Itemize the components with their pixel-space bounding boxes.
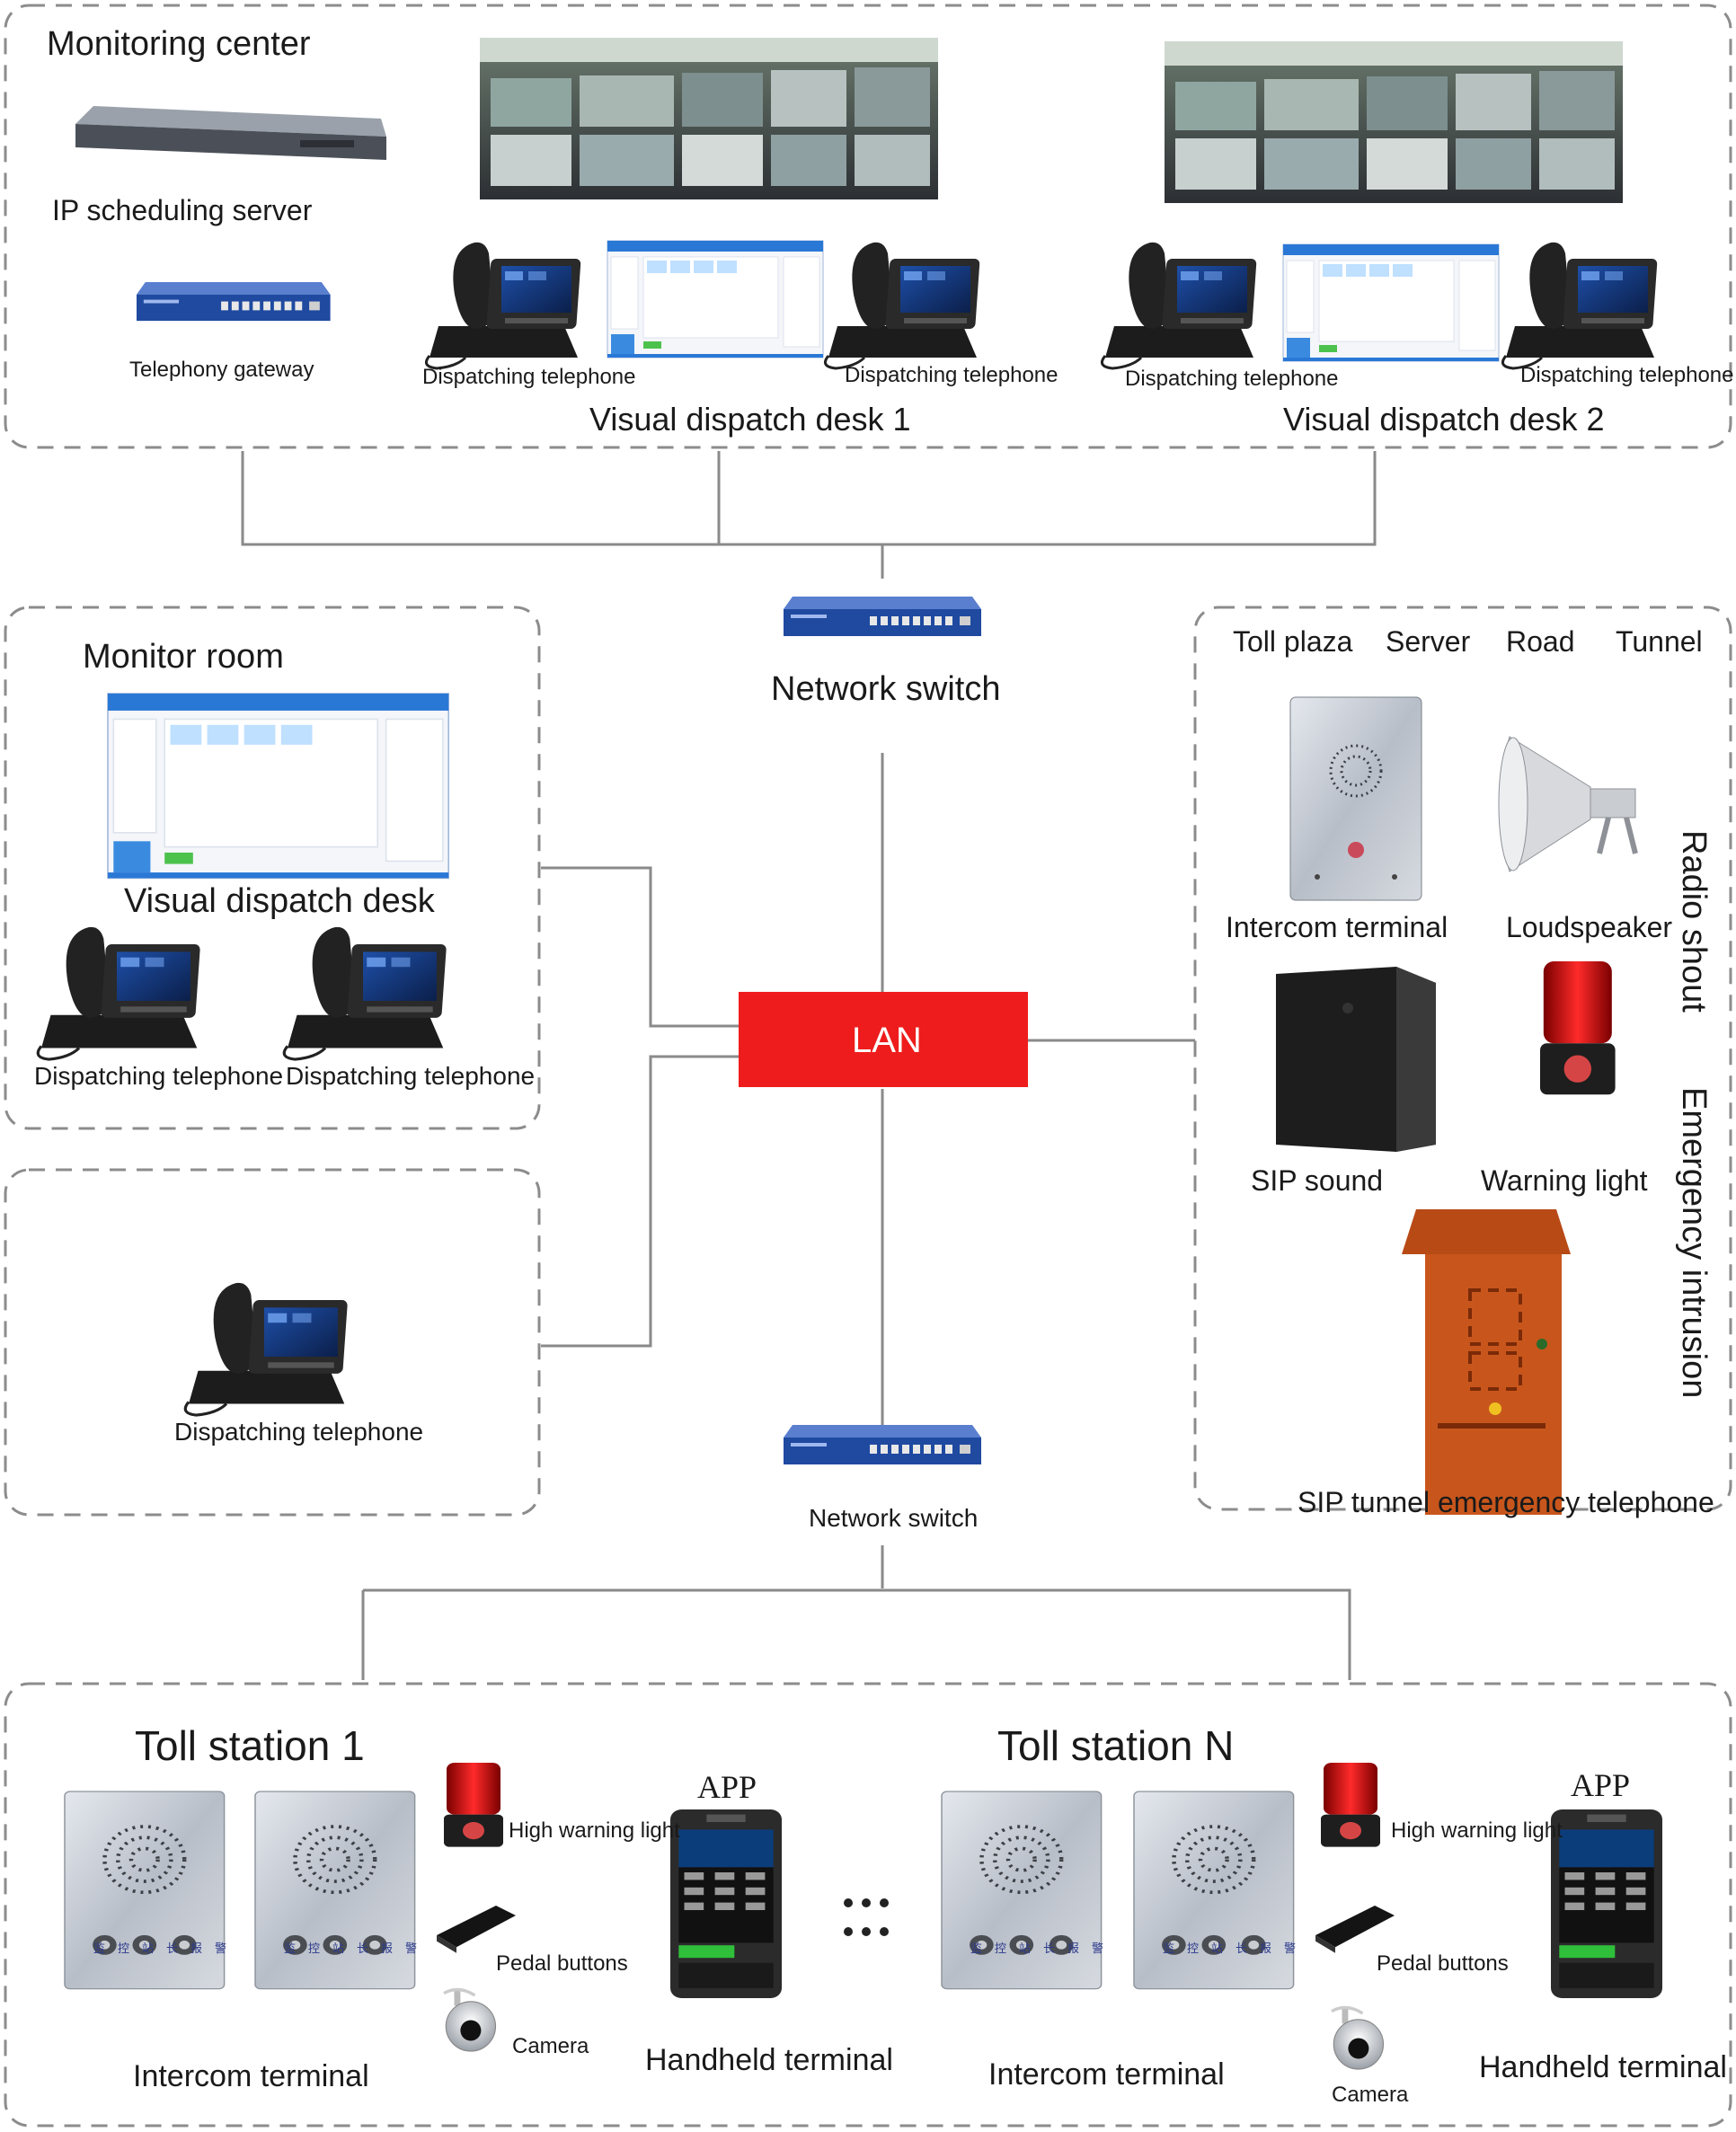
loudspeaker-label: Loudspeaker: [1506, 911, 1673, 943]
location-road: Road: [1506, 625, 1575, 658]
toll1-handheld-icon: [670, 1809, 782, 1998]
desk1-phone-right: [823, 241, 982, 370]
button-caption: 报警: [381, 1942, 430, 1955]
standalone-phone-label: Dispatching telephone: [174, 1418, 424, 1446]
telephony-gateway: [137, 282, 331, 322]
tolln-camera-label: Camera: [1332, 2083, 1409, 2107]
location-tunnel: Tunnel: [1616, 625, 1703, 658]
desk1-title: Visual dispatch desk 1: [589, 401, 911, 438]
tolln-intercom-1: [942, 1791, 1102, 1989]
toll-station-n-title: Toll station N: [997, 1722, 1235, 1769]
toll1-intercom-1-buttons: 监控站长报警: [93, 1939, 239, 1956]
telephony-gateway-label: Telephony gateway: [129, 358, 314, 382]
toll1-camera-label: Camera: [512, 2034, 589, 2058]
lan-label: LAN: [852, 1021, 922, 1060]
button-caption: 站长: [142, 1942, 191, 1955]
desk1-phone-left: [424, 241, 583, 370]
monitor-room-phone-1-label: Dispatching telephone: [34, 1062, 284, 1090]
toll1-intercom-label: Intercom terminal: [133, 2059, 369, 2093]
network-switch-bottom-label: Network switch: [809, 1504, 979, 1532]
monitor-room-phone-1: [36, 925, 202, 1061]
button-caption: 站长: [1019, 1942, 1068, 1955]
button-caption: 监控: [1163, 1942, 1212, 1955]
standalone-phone-icon: [183, 1281, 350, 1417]
toll1-app-label: APP: [697, 1769, 757, 1805]
standalone-phone-box: [4, 1168, 541, 1517]
lan-node: [739, 992, 1028, 1087]
location-server: Server: [1386, 625, 1471, 658]
toll-stations-box: [4, 1682, 1732, 2128]
desk2-screen: [1282, 243, 1500, 362]
warning-light-label: Warning light: [1481, 1164, 1648, 1197]
toll1-intercom-2: [255, 1791, 415, 1989]
desk1-screen: [607, 240, 824, 358]
side-label-emergency-intrusion: Emergency intrusion: [1675, 1087, 1713, 1399]
monitoring-center-box: [4, 4, 1732, 449]
monitor-room-desk-screen: [107, 693, 449, 880]
monitor-room-desk-label: Visual dispatch desk: [124, 882, 435, 920]
monitor-room-title: Monitor room: [83, 638, 284, 676]
video-wall-2: [1165, 41, 1623, 203]
field-devices-box: [1193, 606, 1732, 1511]
intercom-terminal-label: Intercom terminal: [1226, 911, 1448, 943]
network-switch-bottom-icon: [784, 1425, 981, 1464]
tolln-pedal-icon: [1315, 1906, 1395, 1953]
button-caption: 报警: [1067, 1942, 1117, 1955]
toll1-intercom-1: [65, 1791, 225, 1989]
tolln-intercom-label: Intercom terminal: [988, 2057, 1225, 2092]
toll-station-1-title: Toll station 1: [135, 1722, 365, 1769]
desk1-phone-right-label: Dispatching telephone: [845, 363, 1058, 387]
button-caption: 报警: [190, 1942, 240, 1955]
desk2-phone-right: [1501, 241, 1660, 370]
ip-scheduling-server-label: IP scheduling server: [52, 194, 313, 226]
loudspeaker-icon: [1498, 736, 1638, 872]
network-switch-top-label: Network switch: [771, 670, 1001, 708]
button-caption: 报警: [1260, 1942, 1309, 1955]
tolln-warning-light-icon: [1321, 1763, 1380, 1847]
button-caption: 站长: [332, 1942, 382, 1955]
toll1-warning-light-icon: [444, 1763, 503, 1847]
location-toll-plaza: Toll plaza: [1233, 625, 1353, 658]
side-label-radio-shout: Radio shout: [1675, 830, 1713, 1013]
tolln-handheld-icon: [1551, 1809, 1662, 1998]
connection-lines: [241, 451, 1377, 1680]
tolln-warning-light-label: High warning light: [1391, 1818, 1563, 1843]
button-caption: 监控: [970, 1942, 1020, 1955]
tolln-handheld-label: Handheld terminal: [1479, 2050, 1727, 2084]
network-switch-top-icon: [784, 597, 981, 636]
ellipsis-dots: [844, 1898, 889, 1936]
toll1-camera-icon: [442, 1987, 498, 2053]
button-caption: 监控: [93, 1942, 143, 1955]
toll1-pedal-label: Pedal buttons: [496, 1951, 628, 1976]
monitor-room-box: [4, 606, 541, 1130]
video-wall-1: [480, 38, 938, 199]
button-caption: 监控: [284, 1942, 333, 1955]
desk2-phone-left: [1100, 241, 1259, 370]
tunnel-emergency-telephone-icon: [1402, 1209, 1571, 1515]
sip-sound-label: SIP sound: [1251, 1164, 1384, 1197]
toll1-warning-light-label: High warning light: [509, 1818, 680, 1843]
tunnel-telephone-label: SIP tunnel emergency telephone: [1298, 1486, 1714, 1518]
tolln-app-label: APP: [1571, 1767, 1631, 1803]
toll1-handheld-label: Handheld terminal: [645, 2043, 893, 2077]
ip-scheduling-server: [75, 106, 386, 160]
monitor-room-phone-2-label: Dispatching telephone: [286, 1062, 536, 1090]
tolln-camera-icon: [1330, 2005, 1386, 2071]
toll1-intercom-2-buttons: 监控站长报警: [284, 1939, 430, 1956]
desk1-phone-left-label: Dispatching telephone: [422, 365, 636, 389]
monitor-room-phone-2: [282, 925, 448, 1061]
monitoring-center-title: Monitoring center: [47, 25, 311, 63]
tolln-intercom-2: [1134, 1791, 1294, 1989]
toll1-pedal-icon: [437, 1906, 516, 1953]
sip-sound-icon: [1276, 967, 1436, 1152]
desk2-phone-left-label: Dispatching telephone: [1125, 367, 1339, 391]
tolln-pedal-label: Pedal buttons: [1377, 1951, 1509, 1976]
desk2-phone-right-label: Dispatching telephone: [1520, 363, 1734, 387]
button-caption: 站长: [1211, 1942, 1261, 1955]
tolln-intercom-1-buttons: 监控站长报警: [970, 1939, 1116, 1956]
desk2-title: Visual dispatch desk 2: [1283, 401, 1605, 438]
intercom-terminal-icon: [1289, 696, 1422, 901]
tolln-intercom-2-buttons: 监控站长报警: [1163, 1939, 1308, 1956]
warning-light-icon: [1540, 961, 1616, 1095]
